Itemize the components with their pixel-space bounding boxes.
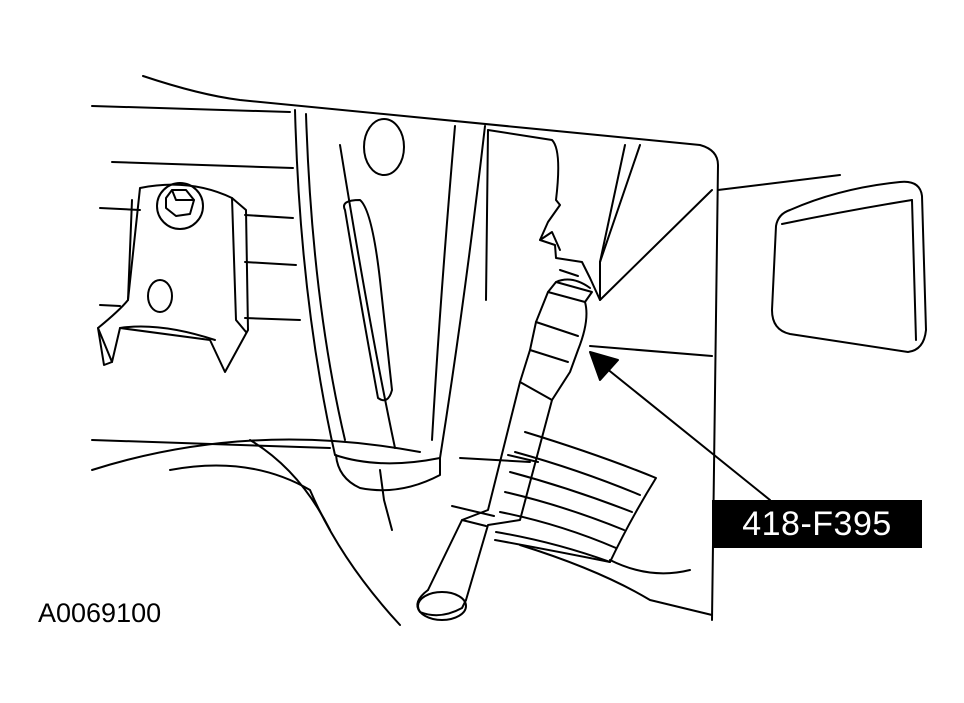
figure-id: A0069100 [38, 598, 162, 628]
mounting-bracket [97, 183, 249, 373]
special-tool [416, 278, 593, 621]
bolt-icon [156, 182, 204, 230]
leader-arrow [589, 351, 771, 501]
tool-number-callout: 418-F395 [712, 500, 922, 548]
lower-trim [91, 438, 713, 626]
bracket-hole [147, 279, 173, 313]
panel-outline [91, 75, 841, 621]
ribbed-boot [494, 431, 657, 563]
column-shroud [294, 109, 486, 531]
side-pad [771, 180, 927, 353]
lock-housing [485, 129, 713, 301]
